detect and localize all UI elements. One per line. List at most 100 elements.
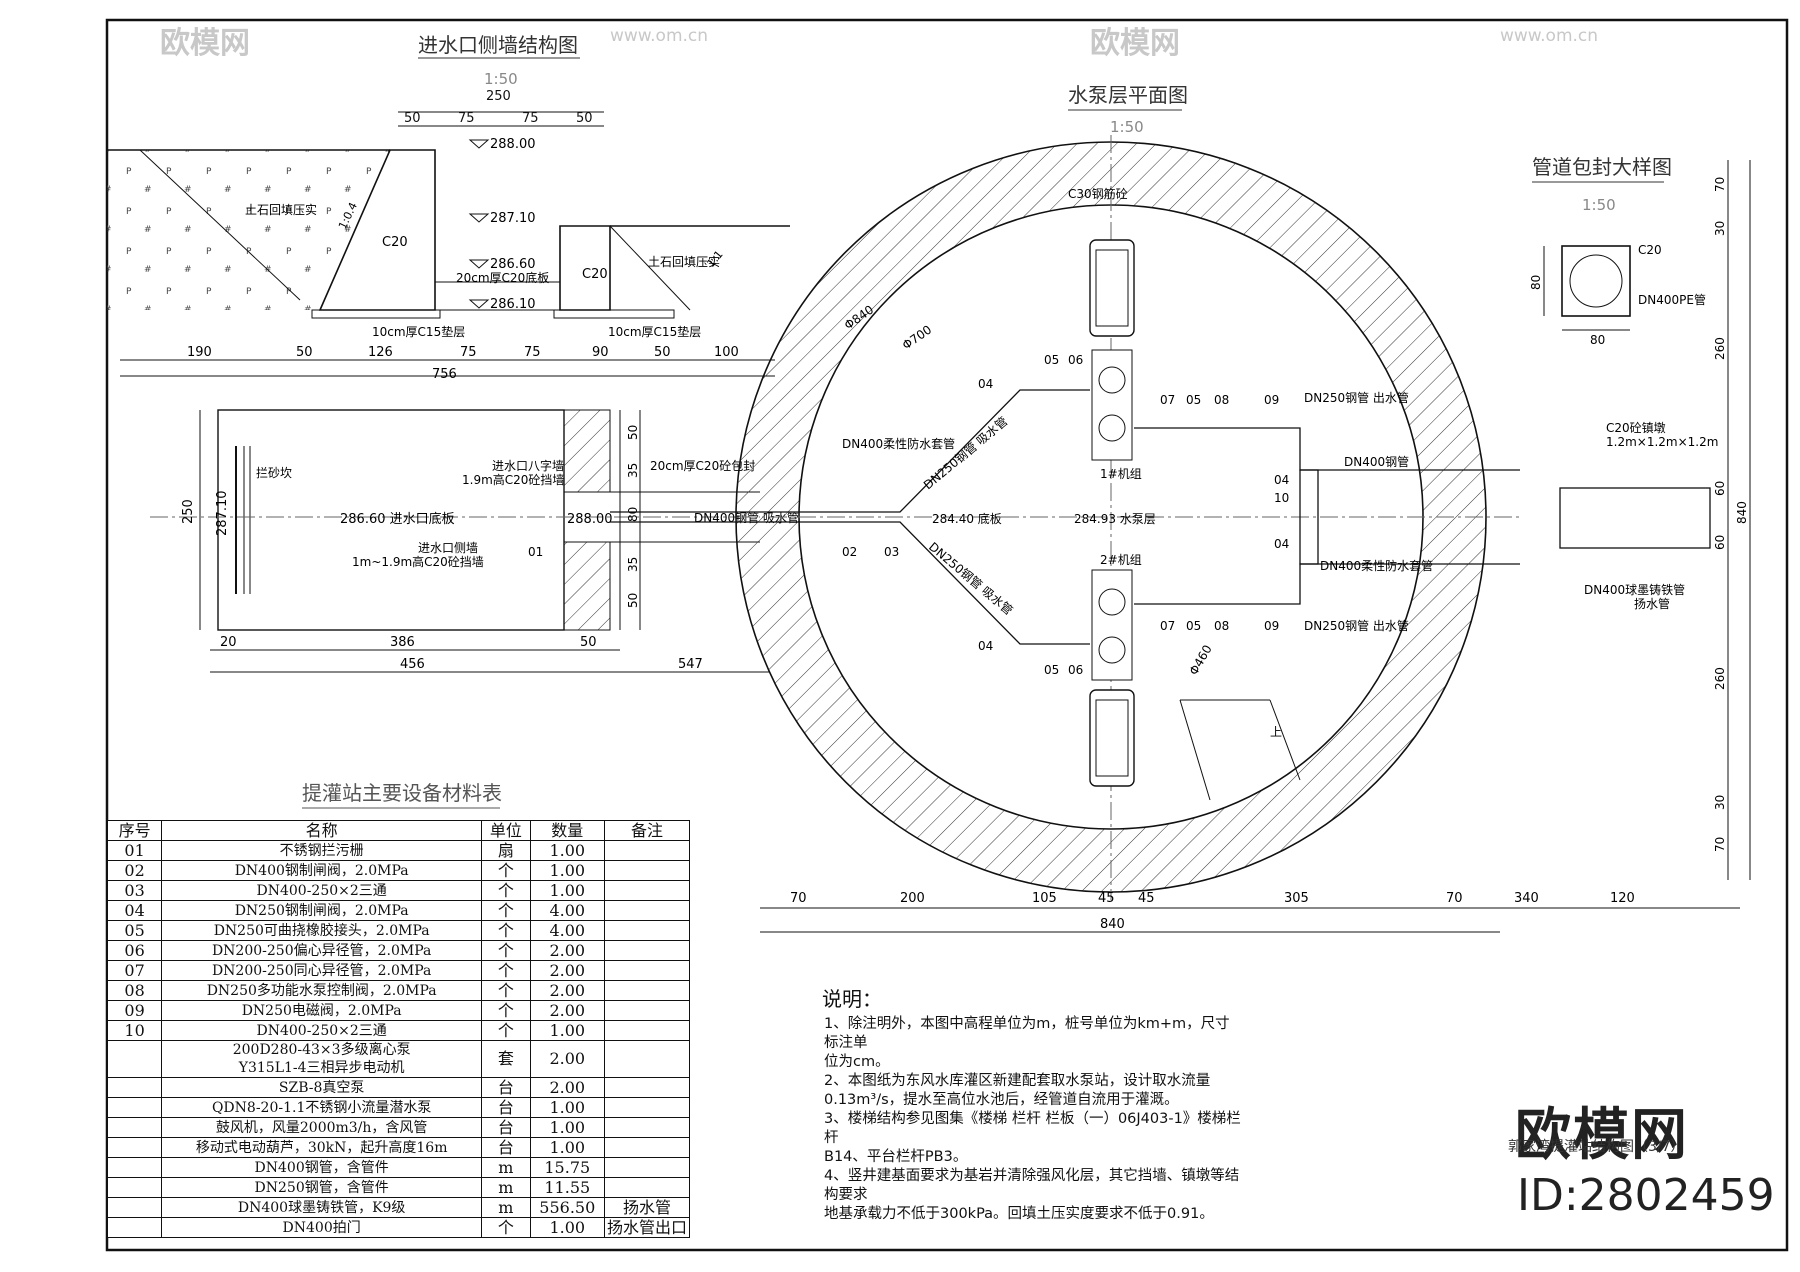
svg-text:50: 50	[626, 593, 640, 608]
svg-text:09: 09	[1264, 393, 1279, 407]
side-wall-scale: 1:50	[484, 70, 518, 88]
svg-text:DN400球墨铸铁管: DN400球墨铸铁管	[1584, 582, 1685, 597]
inlet-plan: 拦砂坎 286.60 进水口底板 288.00 287.10 进水口八字墙 1.…	[150, 409, 799, 673]
note-line: 4、竖井建基面要求为基岩并清除强风化层，其它挡墙、镇墩等结构要求	[824, 1168, 1240, 1203]
svg-text:340: 340	[1514, 891, 1539, 906]
svg-text:250: 250	[486, 89, 511, 104]
side-wall-top-dims: 250 50 75 75 50	[398, 89, 604, 127]
svg-text:287.10: 287.10	[215, 491, 230, 537]
svg-text:45: 45	[1098, 891, 1115, 906]
svg-text:45: 45	[1138, 891, 1155, 906]
svg-text:05: 05	[1186, 393, 1201, 407]
svg-text:50: 50	[580, 635, 597, 650]
svg-text:1.2m×1.2m×1.2m: 1.2m×1.2m×1.2m	[1606, 435, 1718, 449]
svg-text:10cm厚C15垫层: 10cm厚C15垫层	[372, 324, 465, 339]
svg-text:50: 50	[654, 345, 671, 360]
svg-text:1#机组: 1#机组	[1100, 467, 1142, 481]
svg-text:30: 30	[1713, 221, 1727, 236]
svg-text:90: 90	[592, 345, 609, 360]
svg-text:60: 60	[1713, 535, 1727, 550]
svg-text:DN400钢管: DN400钢管	[1344, 454, 1409, 469]
note-line: B14、平台栏杆PB3。	[824, 1149, 968, 1165]
svg-text:456: 456	[400, 657, 425, 672]
svg-text:70: 70	[1713, 177, 1727, 192]
svg-text:DN400柔性防水套管: DN400柔性防水套管	[842, 436, 955, 451]
svg-text:35: 35	[626, 557, 640, 572]
svg-text:05: 05	[1044, 663, 1059, 677]
svg-text:04: 04	[978, 639, 993, 653]
svg-text:03: 03	[884, 545, 899, 559]
svg-text:190: 190	[187, 345, 212, 360]
svg-text:扬水管: 扬水管	[1634, 596, 1670, 611]
svg-text:30: 30	[1713, 795, 1727, 810]
svg-text:50: 50	[626, 425, 640, 440]
svg-text:20cm厚C20砼包封: 20cm厚C20砼包封	[650, 459, 755, 473]
svg-text:DN400PE管: DN400PE管	[1638, 292, 1706, 307]
svg-text:75: 75	[524, 345, 541, 360]
svg-text:土石回填压实: 土石回填压实	[648, 254, 720, 269]
sheet-border	[105, 18, 1789, 1252]
svg-text:10cm厚C15垫层: 10cm厚C15垫层	[608, 324, 701, 339]
svg-text:05: 05	[1186, 619, 1201, 633]
svg-text:75: 75	[460, 345, 477, 360]
pipe-detail-right-dims: 70 30 260 60 60 260 30 70 840	[1713, 160, 1751, 880]
note-line: 地基承载力不低于300kPa。回填土压实度要求不低于0.91。	[824, 1206, 1214, 1222]
table-title: 提灌站主要设备材料表	[302, 781, 502, 805]
svg-text:35: 35	[626, 463, 640, 478]
svg-text:拦砂坎: 拦砂坎	[256, 466, 292, 480]
svg-text:04: 04	[1274, 537, 1289, 551]
svg-text:上: 上	[1270, 725, 1282, 739]
svg-text:75: 75	[458, 111, 475, 126]
svg-text:50: 50	[404, 111, 421, 126]
svg-text:Φ460: Φ460	[1186, 642, 1214, 677]
svg-text:70: 70	[1446, 891, 1463, 906]
svg-text:840: 840	[1100, 917, 1125, 932]
svg-text:1.9m高C20砼挡墙: 1.9m高C20砼挡墙	[462, 472, 564, 487]
svg-text:286.60 进水口底板: 286.60 进水口底板	[340, 511, 455, 527]
svg-text:DN250钢管 出水管: DN250钢管 出水管	[1304, 390, 1409, 405]
svg-text:C20: C20	[1638, 243, 1662, 257]
svg-text:288.00: 288.00	[490, 137, 536, 152]
watermark-logo: 欧模网	[1515, 1103, 1689, 1168]
svg-text:C30钢筋砼: C30钢筋砼	[1068, 186, 1128, 201]
svg-text:Φ700: Φ700	[900, 322, 935, 352]
svg-text:DN250钢管 吸水管: DN250钢管 吸水管	[926, 539, 1016, 618]
svg-text:386: 386	[390, 635, 415, 650]
pump-units	[1089, 239, 1135, 787]
svg-text:305: 305	[1284, 891, 1309, 906]
svg-text:C20砼镇墩: C20砼镇墩	[1606, 421, 1666, 435]
svg-text:C20: C20	[382, 235, 408, 250]
svg-text:04: 04	[978, 377, 993, 391]
svg-text:286.60: 286.60	[490, 257, 536, 272]
svg-text:100: 100	[714, 345, 739, 360]
pipe-detail-scale: 1:50	[1582, 196, 1616, 214]
notes: 说明： 1、除注明外，本图中高程单位为m，桩号单位为km+m，尺寸标注单 位为c…	[822, 989, 1242, 1224]
svg-text:07: 07	[1160, 619, 1175, 633]
svg-text:09: 09	[1264, 619, 1279, 633]
svg-text:20: 20	[220, 635, 237, 650]
svg-text:547: 547	[678, 657, 703, 672]
svg-text:260: 260	[1713, 337, 1727, 360]
pipe-detail-title: 管道包封大样图	[1532, 155, 1672, 179]
svg-text:80: 80	[1529, 275, 1543, 290]
table-header: 序号 名称 单位 数量 备注	[106, 820, 691, 841]
pump-piping	[610, 389, 1711, 645]
pump-plan-title: 水泵层平面图	[1068, 83, 1188, 107]
note-line: 1、除注明外，本图中高程单位为m，桩号单位为km+m，尺寸标注单	[824, 1016, 1230, 1051]
